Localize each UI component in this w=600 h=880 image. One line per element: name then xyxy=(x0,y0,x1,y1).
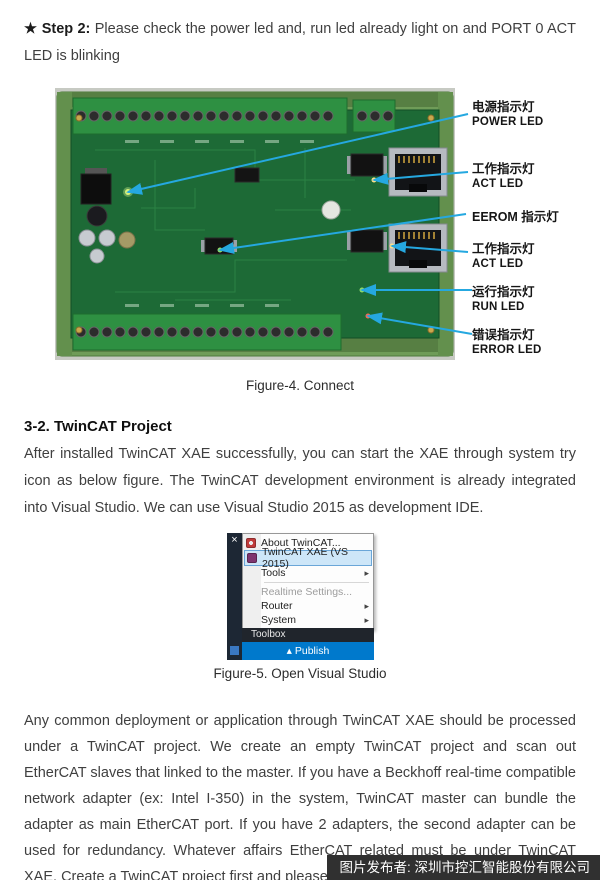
ethernet-port-0 xyxy=(388,147,448,197)
callout-act-led-0-en: ACT LED xyxy=(472,178,524,190)
enclosure-left-wall xyxy=(57,92,72,356)
terminal-block-top xyxy=(72,97,396,135)
publish-label: Publish xyxy=(294,645,330,657)
figure-5-screenshot: × About TwinCAT... TwinCAT XAE (VS 2015)… xyxy=(227,533,374,660)
callout-run-led-cn: 运行指示灯 xyxy=(472,285,535,299)
figure-4-connect: 电源指示灯 POWER LED 工作指示灯 ACT LED EEROM 指示灯 … xyxy=(0,86,600,370)
callout-run-led: 运行指示灯 RUN LED xyxy=(472,285,594,315)
callout-error-led-en: ERROR LED xyxy=(472,344,542,356)
callout-act-led-0: 工作指示灯 ACT LED xyxy=(472,162,594,192)
menu-item-about-twincat[interactable]: About TwinCAT... xyxy=(244,536,372,550)
step-2-body: Please check the power led and, run led … xyxy=(24,21,577,64)
callout-act-led-1-cn: 工作指示灯 xyxy=(472,242,535,256)
figure-4-caption: Figure-4. Connect xyxy=(245,378,355,393)
figure-5-caption: Figure-5. Open Visual Studio xyxy=(213,666,387,681)
twincat-tray-menu: About TwinCAT... TwinCAT XAE (VS 2015) T… xyxy=(242,533,374,630)
submenu-arrow-icon: ▸ xyxy=(364,567,369,578)
terminal-block-bottom xyxy=(72,313,342,351)
pcb-board xyxy=(70,109,440,339)
act-led-1 xyxy=(389,243,395,249)
callout-eerom-led: EEROM 指示灯 xyxy=(472,210,594,225)
menu-item-label: About TwinCAT... xyxy=(261,537,341,549)
menu-item-label: Realtime Settings... xyxy=(261,586,353,598)
step-2-label: ★ Step 2: xyxy=(24,21,91,37)
callout-power-led-cn: 电源指示灯 xyxy=(472,100,535,114)
taskbar-app-icon[interactable] xyxy=(230,646,239,655)
error-led xyxy=(365,313,371,319)
watermark-banner: 图片发布者: 深圳市控汇智能股份有限公司 xyxy=(327,855,600,880)
toolbox-panel-tab[interactable]: Toolbox xyxy=(242,628,374,642)
pcb-photo xyxy=(55,88,455,360)
publish-button[interactable]: ▴ Publish xyxy=(242,642,374,660)
menu-item-label: TwinCAT XAE (VS 2015) xyxy=(262,546,348,570)
twincat-gear-icon xyxy=(246,538,256,548)
callout-act-led-1-en: ACT LED xyxy=(472,258,524,270)
close-icon[interactable]: × xyxy=(231,534,238,546)
callout-act-led-1: 工作指示灯 ACT LED xyxy=(472,242,594,272)
power-components xyxy=(78,168,136,264)
menu-item-tools[interactable]: Tools ▸ xyxy=(244,566,372,580)
menu-item-label: Router xyxy=(261,600,293,612)
publish-caret-icon: ▴ xyxy=(286,645,292,657)
brand-logo xyxy=(321,200,341,220)
pcb-illustration xyxy=(55,88,455,360)
act-led-0 xyxy=(371,177,377,183)
callout-act-led-0-cn: 工作指示灯 xyxy=(472,162,535,176)
callout-run-led-en: RUN LED xyxy=(472,301,525,313)
menu-separator xyxy=(264,582,369,583)
step-2-text: ★ Step 2: Please check the power led and… xyxy=(24,16,576,70)
menu-item-router[interactable]: Router ▸ xyxy=(244,599,372,613)
section-heading: 3-2. TwinCAT Project xyxy=(24,418,172,435)
paragraph-1: After installed TwinCAT XAE successfully… xyxy=(24,446,576,516)
callout-error-led: 错误指示灯 ERROR LED xyxy=(472,328,594,358)
callout-eerom-led-cn: EEROM 指示灯 xyxy=(472,210,559,224)
submenu-arrow-icon: ▸ xyxy=(364,614,369,625)
submenu-arrow-icon: ▸ xyxy=(364,600,369,611)
menu-item-label: System xyxy=(261,614,297,626)
menu-item-twincat-xae[interactable]: TwinCAT XAE (VS 2015) xyxy=(244,546,372,570)
power-led xyxy=(125,189,131,195)
callout-error-led-cn: 错误指示灯 xyxy=(472,328,535,342)
menu-item-system[interactable]: System ▸ xyxy=(244,613,372,627)
ethernet-port-1 xyxy=(388,223,448,273)
menu-item-realtime-settings[interactable]: Realtime Settings... xyxy=(244,585,372,599)
vs-window-strip: × xyxy=(227,533,242,660)
callout-power-led: 电源指示灯 POWER LED xyxy=(472,100,594,130)
callout-power-led-en: POWER LED xyxy=(472,116,544,128)
run-led xyxy=(359,287,365,293)
menu-item-label: Tools xyxy=(261,567,286,579)
eerom-led xyxy=(217,247,223,253)
visual-studio-icon xyxy=(247,553,257,563)
